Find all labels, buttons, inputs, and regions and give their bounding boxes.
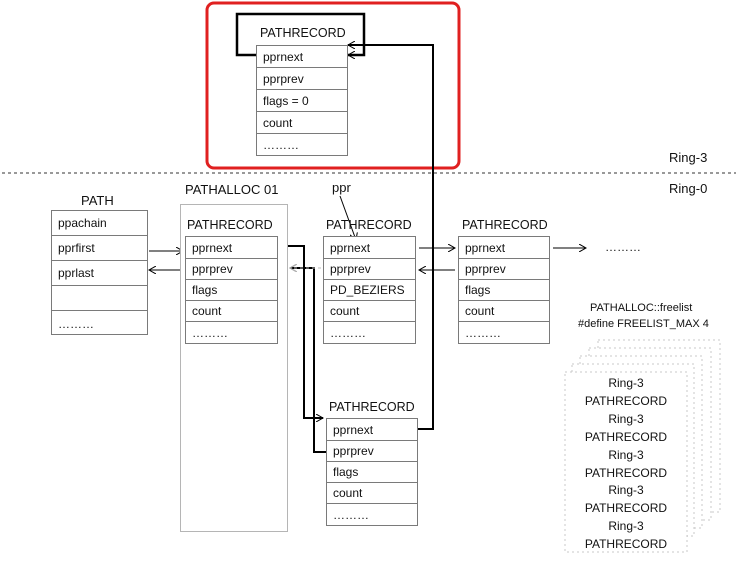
freelist-entry-record: PATHRECORD bbox=[584, 465, 668, 480]
freelist-max-define: #define FREELIST_MAX 4 bbox=[578, 318, 709, 330]
freelist-entry-ring: Ring-3 bbox=[608, 376, 644, 390]
field-count: count bbox=[257, 112, 347, 134]
bottom-to-ring3-link bbox=[348, 45, 434, 430]
field-flags: flags bbox=[186, 280, 277, 301]
ppr-pointer bbox=[339, 195, 356, 240]
field-ppachain: ppachain bbox=[52, 211, 147, 236]
field-flags: PD_BEZIERS bbox=[324, 280, 415, 301]
alloc-record-title: PATHRECORD bbox=[187, 218, 273, 232]
freelist-entry-ring: Ring-3 bbox=[608, 447, 644, 462]
bottom-record: pprnext pprprev flags count ……… bbox=[326, 418, 418, 526]
field-count: count bbox=[327, 483, 417, 504]
mid-record-title: PATHRECORD bbox=[326, 218, 412, 232]
field-empty bbox=[52, 286, 147, 311]
freelist-caption: PATHALLOC::freelist bbox=[590, 302, 693, 314]
freelist-entry-record: PATHRECORD bbox=[584, 501, 668, 516]
ring0-label: Ring-0 bbox=[669, 181, 708, 196]
field-pprprev: pprprev bbox=[186, 259, 277, 280]
bottom-to-alloc-link bbox=[290, 268, 326, 453]
field-pprlast: pprlast bbox=[52, 261, 147, 286]
ppr-label: ppr bbox=[332, 180, 351, 195]
ring3-label: Ring-3 bbox=[669, 150, 708, 165]
path-title: PATH bbox=[81, 193, 114, 208]
field-count: count bbox=[186, 301, 277, 322]
bottom-record-title: PATHRECORD bbox=[329, 400, 415, 414]
mid-record: pprnext pprprev PD_BEZIERS count ……… bbox=[323, 236, 416, 344]
right-record: pprnext pprprev flags count ……… bbox=[458, 236, 550, 344]
freelist-entry-ring: Ring-3 bbox=[608, 519, 644, 534]
ring3-self-loop bbox=[235, 12, 366, 55]
ring3-record-title: PATHRECORD bbox=[260, 26, 346, 40]
freelist-entry-ring: Ring-3 bbox=[608, 483, 644, 498]
freelist-entries: Ring-3 PATHRECORD Ring-3 PATHRECORD Ring… bbox=[566, 375, 686, 554]
field-flags: flags = 0 bbox=[257, 90, 347, 112]
field-pprnext: pprnext bbox=[327, 419, 417, 441]
field-ellipsis: ……… bbox=[333, 508, 369, 522]
alloc-to-bottom-link bbox=[286, 245, 323, 418]
freelist-entry-record: PATHRECORD bbox=[584, 429, 668, 444]
field-pprprev: pprprev bbox=[324, 259, 415, 280]
freelist-front-page bbox=[564, 371, 688, 553]
field-pprprev: pprprev bbox=[459, 259, 549, 280]
right-record-title: PATHRECORD bbox=[462, 218, 548, 232]
field-pprfirst: pprfirst bbox=[52, 236, 147, 261]
field-pprnext: pprnext bbox=[257, 46, 347, 68]
field-pprnext: pprnext bbox=[186, 237, 277, 259]
pathalloc-title: PATHALLOC 01 bbox=[185, 182, 279, 197]
field-ellipsis: ……… bbox=[263, 138, 299, 152]
field-pprnext: pprnext bbox=[459, 237, 549, 259]
path-box: ppachain pprfirst pprlast ……… bbox=[51, 210, 148, 335]
field-count: count bbox=[459, 301, 549, 322]
field-flags: flags bbox=[459, 280, 549, 301]
field-ellipsis: ……… bbox=[465, 326, 501, 340]
field-flags: flags bbox=[327, 462, 417, 483]
chain-continues-ellipsis: ……… bbox=[605, 240, 641, 254]
freelist-entry-ring: Ring-3 bbox=[608, 411, 644, 426]
field-pprprev: pprprev bbox=[257, 68, 347, 90]
field-ellipsis: ……… bbox=[330, 326, 366, 340]
field-count: count bbox=[324, 301, 415, 322]
field-ellipsis: ……… bbox=[192, 326, 228, 340]
field-ellipsis: ……… bbox=[58, 316, 94, 331]
field-pprnext: pprnext bbox=[324, 237, 415, 259]
field-pprprev: pprprev bbox=[327, 441, 417, 462]
ring3-highlight-frame bbox=[205, 1, 461, 170]
ring3-record: pprnext pprprev flags = 0 count ……… bbox=[256, 45, 348, 156]
alloc-record: pprnext pprprev flags count ……… bbox=[185, 236, 278, 344]
freelist-entry-record: PATHRECORD bbox=[584, 537, 668, 552]
freelist-entry-record: PATHRECORD bbox=[584, 393, 668, 408]
